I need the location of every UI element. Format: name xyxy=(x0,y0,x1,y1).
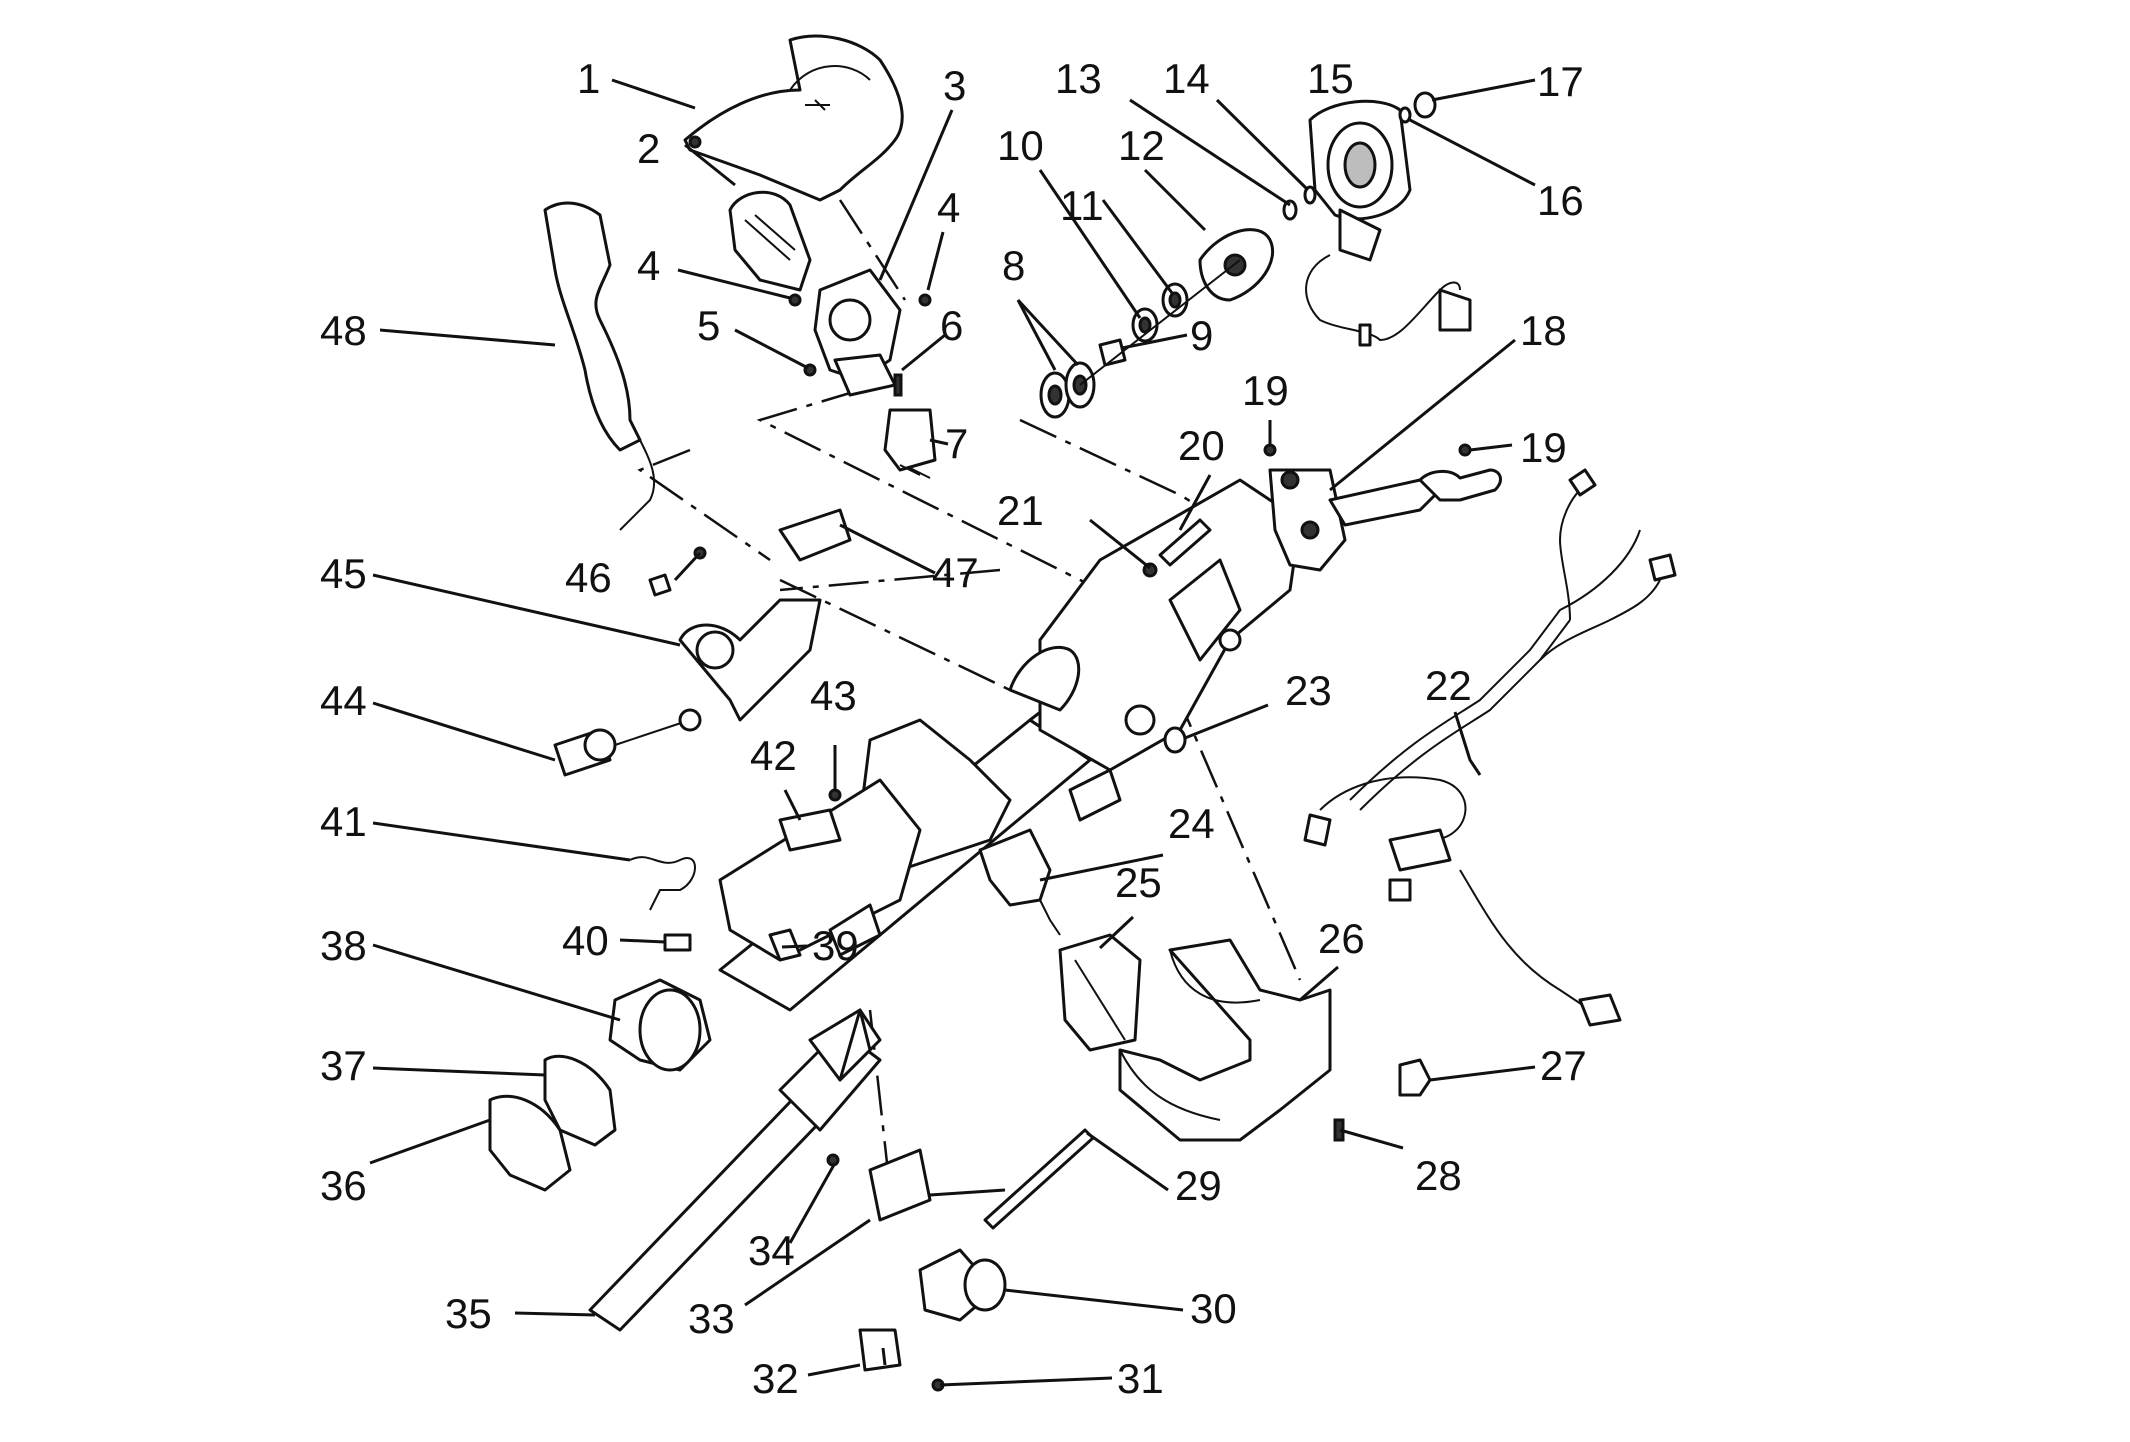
steering-column-housing xyxy=(718,478,1312,1012)
callout-41: 41 xyxy=(320,798,367,845)
plug xyxy=(1163,726,1187,754)
callout-22: 22 xyxy=(1425,662,1472,709)
lock-cylinder-bezel xyxy=(728,190,812,292)
callout-42: 42 xyxy=(750,732,797,779)
callout-48: 48 xyxy=(320,307,367,354)
lower-shroud xyxy=(1118,938,1332,1142)
shroud-nut xyxy=(1398,1058,1432,1097)
callout-24: 24 xyxy=(1168,800,1215,847)
callout-19: 19 xyxy=(1242,367,1289,414)
clock-spring xyxy=(1305,99,1472,347)
tilt-motor xyxy=(918,1248,1007,1322)
callout-4: 4 xyxy=(937,184,960,231)
callout-7: 7 xyxy=(945,420,968,467)
callout-21: 21 xyxy=(997,487,1044,534)
callout-8: 8 xyxy=(1002,242,1025,289)
ignition-switch-housing xyxy=(813,268,902,397)
callout-43: 43 xyxy=(810,672,857,719)
bearing-stack xyxy=(1039,228,1275,419)
callout-17: 17 xyxy=(1537,58,1584,105)
callout-44: 44 xyxy=(320,677,367,724)
shift-lever-pin xyxy=(1142,518,1212,578)
callout-25: 25 xyxy=(1115,859,1162,906)
clock-spring-nut xyxy=(1398,91,1437,124)
callout-36: 36 xyxy=(320,1162,367,1209)
leader-lines xyxy=(369,78,1536,1387)
screws xyxy=(788,293,932,397)
callout-45: 45 xyxy=(320,550,367,597)
shroud-screw xyxy=(1333,1118,1345,1142)
callout-38: 38 xyxy=(320,922,367,969)
tilt-housing-parts xyxy=(488,978,712,1192)
callout-28: 28 xyxy=(1415,1152,1462,1199)
callout-37: 37 xyxy=(320,1042,367,1089)
callout-3: 3 xyxy=(943,62,966,109)
callout-labels: 1 2 3 4 4 5 6 7 8 9 10 11 12 13 14 15 16… xyxy=(320,55,1587,1402)
callout-23: 23 xyxy=(1285,667,1332,714)
callout-33: 33 xyxy=(688,1295,735,1342)
shift-cable-end xyxy=(553,708,702,777)
callout-4b: 4 xyxy=(637,242,660,289)
callout-29: 29 xyxy=(1175,1162,1222,1209)
wiring-harness xyxy=(1303,468,1677,1027)
switch-screws xyxy=(1263,443,1472,457)
callout-47: 47 xyxy=(932,549,979,596)
shroud-insert xyxy=(1058,933,1142,1052)
callout-5: 5 xyxy=(697,302,720,349)
callout-32: 32 xyxy=(752,1355,799,1402)
shift-hardware xyxy=(648,508,852,597)
steering-shaft xyxy=(588,1008,882,1332)
callout-15: 15 xyxy=(1307,55,1354,102)
shift-bowl xyxy=(678,598,822,722)
callout-6: 6 xyxy=(940,302,963,349)
callout-39: 39 xyxy=(812,922,859,969)
pivot-bolts xyxy=(663,928,802,962)
callout-18: 18 xyxy=(1520,307,1567,354)
callout-46: 46 xyxy=(565,554,612,601)
callout-1: 1 xyxy=(577,55,600,102)
multifunction-switch xyxy=(1268,468,1502,572)
callout-26: 26 xyxy=(1318,915,1365,962)
callout-27: 27 xyxy=(1540,1042,1587,1089)
callout-19b: 19 xyxy=(1520,424,1567,471)
callout-13: 13 xyxy=(1055,55,1102,102)
callout-11: 11 xyxy=(1060,182,1104,229)
callout-12: 12 xyxy=(1118,122,1165,169)
upper-shroud xyxy=(683,34,904,202)
bracket xyxy=(978,828,1061,936)
callout-20: 20 xyxy=(1178,422,1225,469)
lock-module xyxy=(883,408,937,479)
callout-40: 40 xyxy=(562,917,609,964)
callout-2: 2 xyxy=(637,125,660,172)
callout-34: 34 xyxy=(748,1227,795,1274)
shift-lever xyxy=(543,201,656,531)
callout-9: 9 xyxy=(1190,312,1213,359)
callout-31: 31 xyxy=(1117,1355,1164,1402)
callout-16: 16 xyxy=(1537,177,1584,224)
callout-35: 35 xyxy=(445,1290,492,1337)
retainers xyxy=(1282,185,1317,221)
callout-30: 30 xyxy=(1190,1285,1237,1332)
callout-14: 14 xyxy=(1163,55,1210,102)
motor-bracket-parts xyxy=(826,1148,945,1392)
callout-10: 10 xyxy=(997,122,1044,169)
spring-clip xyxy=(629,856,696,911)
intermediate-shaft xyxy=(983,1128,1095,1230)
